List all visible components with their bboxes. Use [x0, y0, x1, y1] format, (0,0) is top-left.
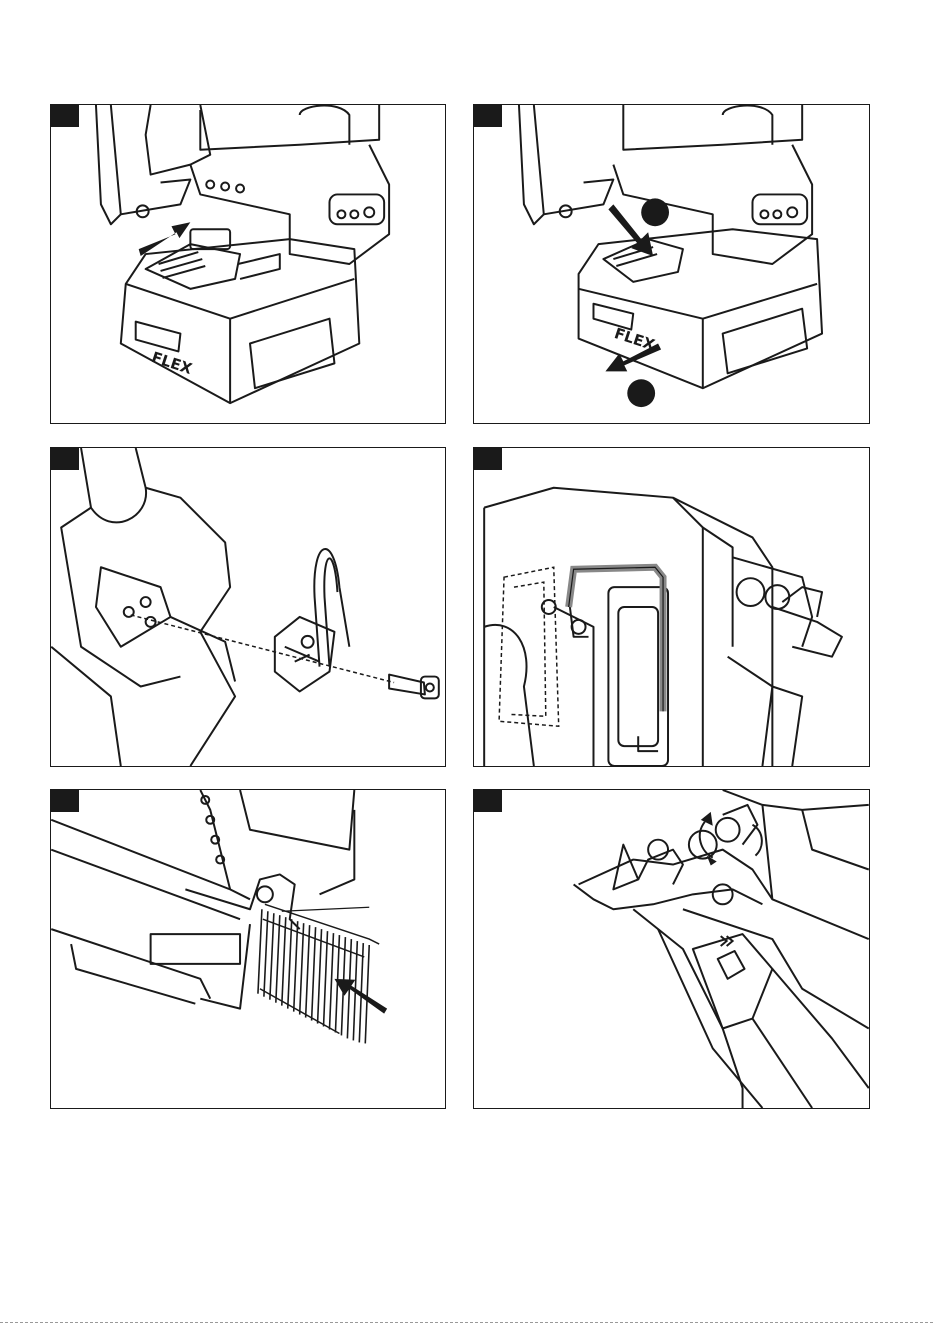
- illustration-hex-key-storage: [474, 448, 869, 766]
- figure-number-tab: [474, 448, 502, 470]
- panel-belt-hook-mount: [50, 447, 446, 767]
- nail-strip: [258, 909, 369, 1043]
- illustration-battery-insert: FLEX: [51, 105, 445, 423]
- page-bottom-rule: [0, 1322, 933, 1323]
- panel-hex-key-storage: [473, 447, 870, 767]
- illustration-battery-remove: FLEX: [474, 105, 869, 423]
- figure-number-tab: [51, 790, 79, 812]
- step-marker-2: [627, 379, 655, 407]
- illustration-belt-hook-mount: [51, 448, 445, 766]
- panel-depth-adjust: [473, 789, 870, 1109]
- panel-battery-insert: FLEX: [50, 104, 446, 424]
- flex-logo: FLEX: [149, 348, 194, 378]
- figure-number-tab: [51, 105, 79, 127]
- illustration-depth-adjust: [474, 790, 869, 1108]
- panel-battery-remove: FLEX: [473, 104, 870, 424]
- step-marker-1: [641, 198, 669, 226]
- figure-number-tab: [474, 790, 502, 812]
- figure-number-tab: [474, 105, 502, 127]
- panel-nail-loading: [50, 789, 446, 1109]
- figure-number-tab: [51, 448, 79, 470]
- illustration-nail-loading: [51, 790, 445, 1108]
